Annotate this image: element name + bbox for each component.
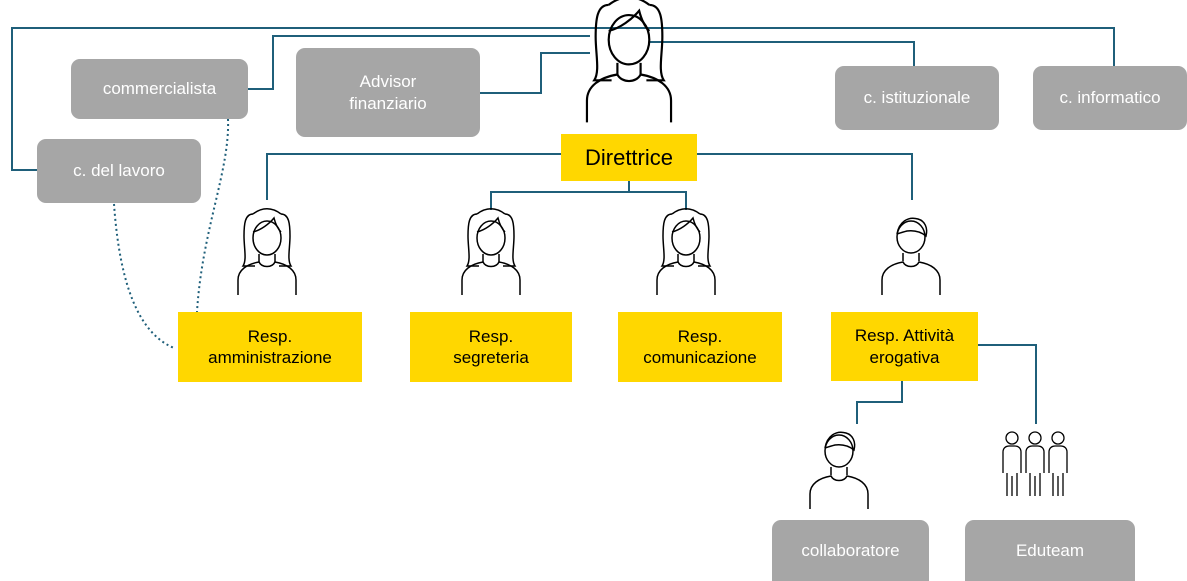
staff-collaboratore-label: collaboratore (801, 540, 900, 560)
woman-icon (461, 208, 521, 295)
connector-eduteam (978, 344, 1037, 424)
dotted-connector-commercialista (196, 118, 230, 313)
connector-commercialista (248, 35, 590, 90)
staff-connectors (856, 344, 1037, 424)
man-icon (809, 431, 869, 509)
group-icon (1002, 431, 1068, 496)
advisor-finanziario: Advisor finanziario (296, 48, 480, 137)
connector-c-informatico (650, 41, 915, 66)
director-connectors (266, 153, 913, 210)
connector-amministrazione (266, 153, 561, 200)
woman-icon (656, 208, 716, 295)
advisor-finanziario-label: Advisor finanziario (349, 72, 427, 113)
woman-icon (237, 208, 297, 295)
dotted-connector-c-del-lavoro (113, 203, 175, 349)
advisor-commercialista: commercialista (71, 59, 248, 119)
manager-segreteria-label: Resp. segreteria (453, 326, 529, 367)
connector-c-istituzionale (590, 27, 1115, 66)
dotted-connectors (113, 118, 230, 349)
manager-attivita-erogativa-label: Resp. Attività erogativa (854, 326, 955, 367)
staff-eduteam-label: Eduteam (1015, 540, 1085, 560)
connector-segreteria-comunicazione (490, 181, 687, 210)
manager-segreteria: Resp. segreteria (410, 312, 572, 382)
director-label: Direttrice (584, 144, 673, 170)
advisor-commercialista-label: commercialista (102, 79, 217, 99)
connector-c-del-lavoro (11, 27, 590, 171)
man-icon (881, 217, 941, 295)
woman-icon (585, 0, 673, 123)
staff-collaboratore: collaboratore (772, 520, 929, 581)
manager-amministrazione: Resp. amministrazione (178, 312, 362, 382)
advisor-connectors (11, 27, 1115, 171)
connector-collaboratore (856, 381, 903, 424)
manager-comunicazione: Resp. comunicazione (618, 312, 782, 382)
advisor-consulente-istituzionale-label: c. istituzionale (863, 88, 971, 108)
director-box: Direttrice (561, 134, 697, 181)
advisor-consulente-informatico: c. informatico (1033, 66, 1187, 130)
staff-eduteam: Eduteam (965, 520, 1135, 581)
advisor-consulente-lavoro: c. del lavoro (37, 139, 201, 203)
manager-attivita-erogativa: Resp. Attività erogativa (831, 312, 978, 381)
advisor-consulente-informatico-label: c. informatico (1059, 88, 1161, 108)
manager-amministrazione-label: Resp. amministrazione (208, 326, 332, 367)
connector-advisor-finanziario (480, 52, 590, 94)
advisor-consulente-lavoro-label: c. del lavoro (73, 161, 165, 181)
advisor-consulente-istituzionale: c. istituzionale (835, 66, 999, 130)
manager-comunicazione-label: Resp. comunicazione (643, 326, 757, 367)
connector-attivita-erogativa (697, 153, 913, 200)
